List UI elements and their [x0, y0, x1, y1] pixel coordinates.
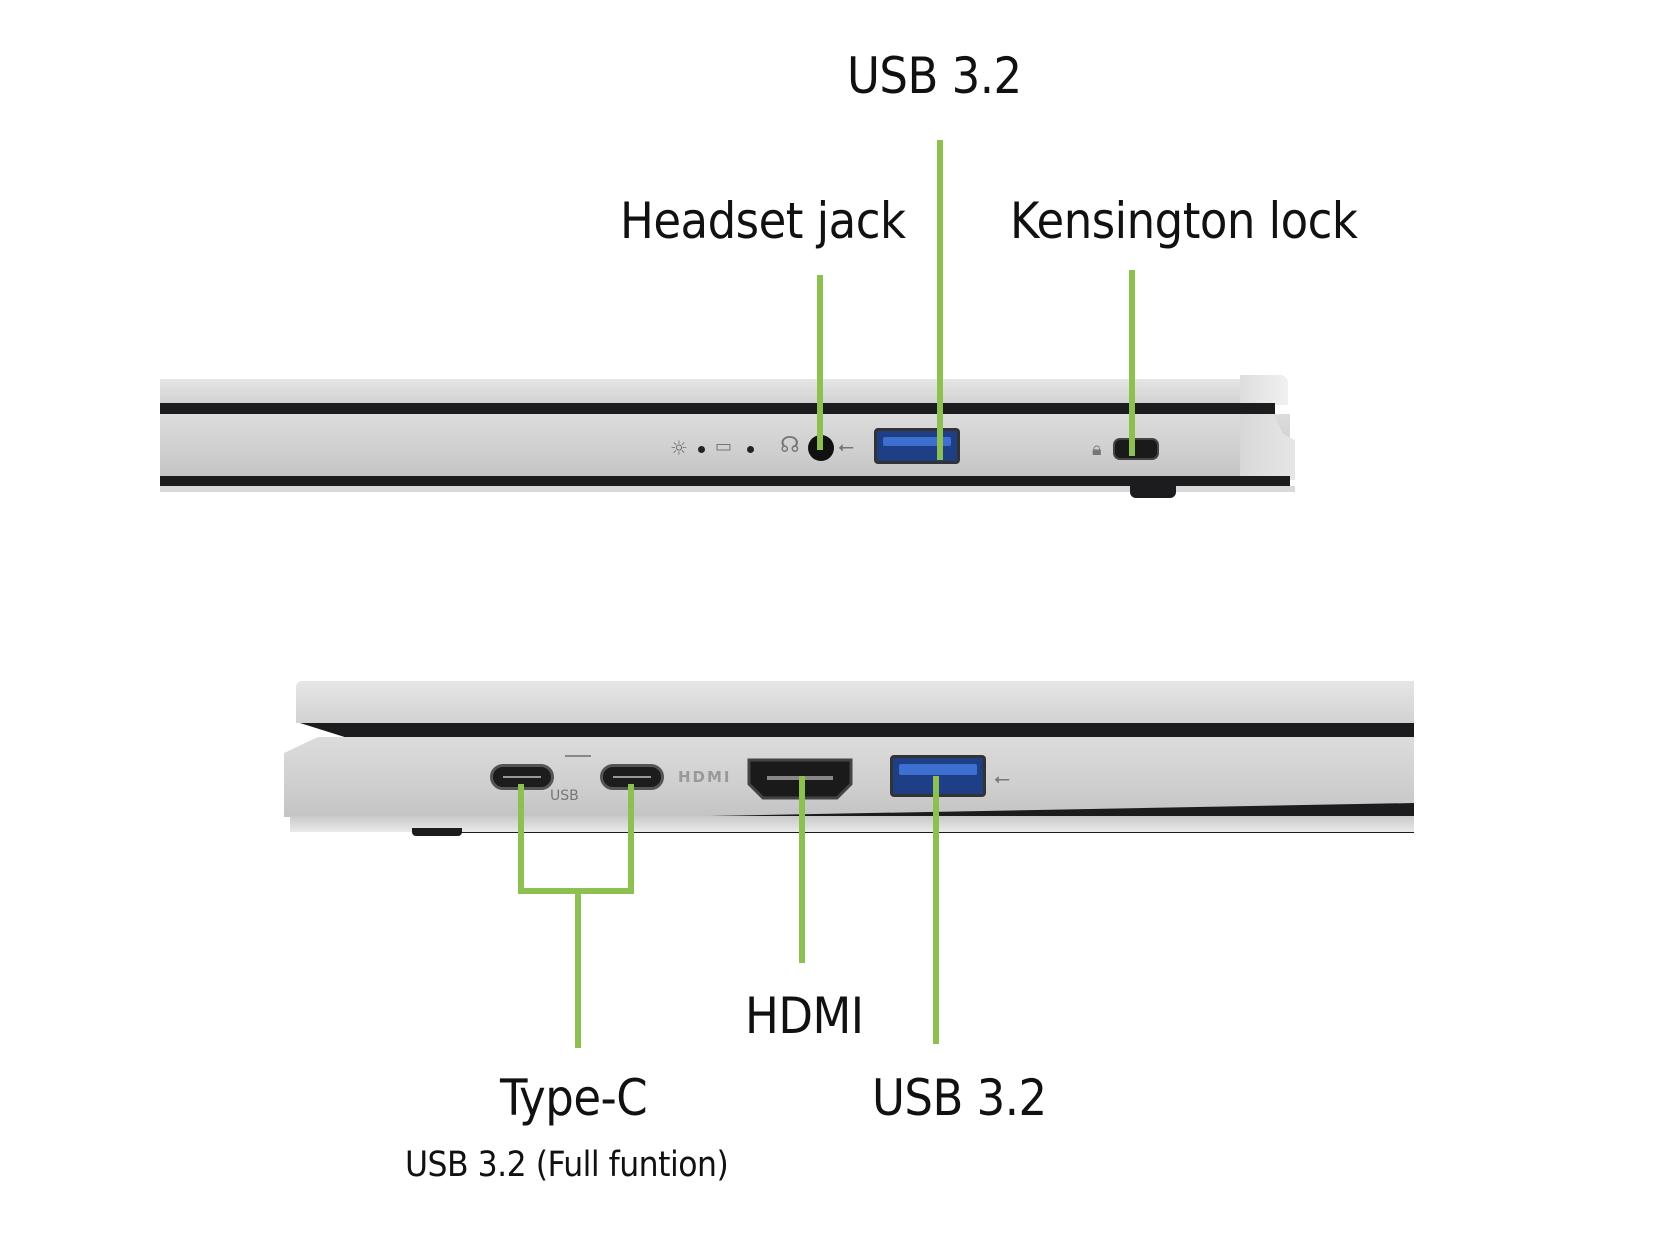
kensington-lock-slot[interactable] — [1113, 438, 1159, 460]
power-led-dot — [698, 446, 705, 453]
label-usb-top: USB 3.2 — [847, 47, 1022, 105]
usb-a-port-right[interactable] — [874, 428, 960, 464]
kensington-lock-icon: 🔒︎ — [1092, 439, 1102, 460]
bottom-base-shadow — [290, 816, 1414, 832]
power-led-icon: ☼ — [670, 436, 688, 460]
label-kensington-lock: Kensington lock — [1010, 192, 1358, 250]
label-usb-bottom: USB 3.2 — [872, 1069, 1047, 1127]
headset-icon: ☊ — [780, 433, 800, 458]
leader-line-hdmi — [799, 776, 805, 963]
top-hinge-gap — [160, 403, 1275, 414]
label-type-c-subtitle: USB 3.2 (Full funtion) — [405, 1145, 729, 1185]
displayport-icon — [565, 755, 591, 771]
leader-line-usb-bottom — [933, 776, 939, 1044]
top-base-shadow — [160, 486, 1295, 492]
top-lid — [160, 379, 1288, 403]
top-foot — [1130, 484, 1176, 498]
leader-line-kensington — [1129, 270, 1135, 456]
top-base-bottom — [160, 476, 1290, 486]
battery-led-dot — [747, 446, 754, 453]
top-base — [160, 414, 1290, 476]
leader-line-headset — [817, 275, 823, 450]
usb-text-marking: USB — [550, 788, 579, 804]
usb-icon: ⭠ — [838, 434, 854, 458]
bottom-lid — [296, 681, 1414, 723]
leader-line-typec-stem — [575, 888, 581, 1048]
label-headset-jack: Headset jack — [620, 192, 906, 250]
top-lid-edge — [1240, 375, 1288, 405]
battery-charge-led-icon: ▭ — [715, 436, 733, 457]
bottom-foot — [412, 828, 462, 836]
leader-line-usb-top — [937, 140, 943, 460]
leader-line-typec-2 — [628, 784, 634, 894]
label-hdmi: HDMI — [745, 987, 864, 1045]
hdmi-text-marking: HDMI — [678, 768, 732, 786]
label-type-c: Type-C — [500, 1069, 648, 1127]
leader-line-typec-1 — [518, 784, 524, 894]
bottom-hinge-gap — [300, 723, 1414, 737]
usb-icon-bottom: ⭠ — [994, 766, 1010, 790]
